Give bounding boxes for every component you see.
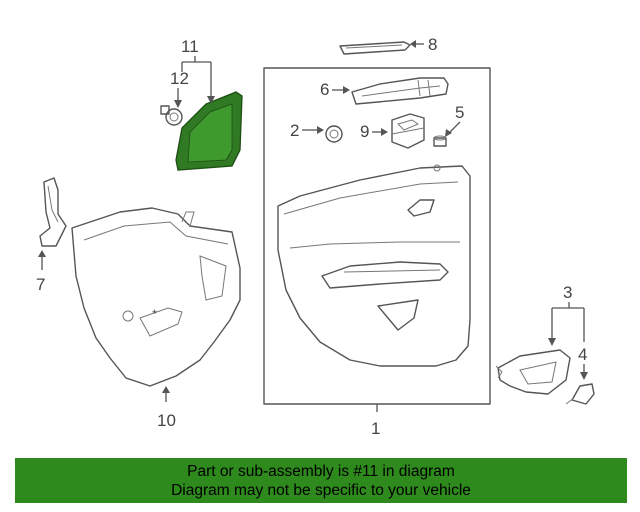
callout-12: 12 [170, 69, 189, 108]
parts-diagram: 11 12 8 1 [36, 35, 595, 438]
callout-label-4: 4 [578, 345, 587, 364]
callout-label-7: 7 [36, 275, 45, 294]
callout-label-9: 9 [360, 122, 369, 141]
part-3-door-handle[interactable] [495, 349, 571, 395]
callout-11: 11 [181, 37, 215, 104]
part-4-cap[interactable] [565, 383, 595, 405]
banner-line-2: Diagram may not be specific to your vehi… [171, 482, 471, 499]
callout-label-3: 3 [563, 283, 572, 302]
info-banner: Part or sub-assembly is #11 in diagram D… [15, 458, 627, 503]
callout-label-1: 1 [371, 419, 380, 438]
callout-3: 3 [548, 283, 585, 346]
callout-label-5: 5 [455, 103, 464, 122]
callout-9: 9 [360, 122, 388, 141]
part-5-plug[interactable] [433, 135, 447, 147]
part-12-fastener[interactable] [160, 105, 183, 126]
banner-line-1: Part or sub-assembly is #11 in diagram [187, 463, 455, 480]
callout-label-6: 6 [320, 80, 329, 99]
part-10-water-deflector[interactable]: * [71, 207, 241, 387]
part-7-bracket[interactable] [39, 177, 67, 247]
callout-7: 7 [36, 250, 46, 294]
callout-label-10: 10 [157, 411, 176, 430]
part-2-clip[interactable] [325, 125, 343, 143]
svg-text:*: * [152, 307, 157, 321]
callout-8: 8 [410, 35, 437, 54]
callout-6: 6 [320, 80, 350, 99]
part-8-trim-strip[interactable] [339, 41, 411, 55]
callout-label-8: 8 [428, 35, 437, 54]
callout-label-11: 11 [181, 37, 199, 56]
part-9-window-switch[interactable] [391, 113, 425, 149]
callout-label-12: 12 [170, 69, 189, 88]
callout-label-2: 2 [290, 121, 299, 140]
callout-1: 1 [371, 404, 380, 438]
callout-4: 4 [578, 345, 588, 380]
part-11-trim-panel[interactable] [175, 91, 243, 171]
part-6-handle-bezel[interactable] [351, 77, 449, 105]
callout-5: 5 [445, 103, 464, 137]
callout-10: 10 [157, 386, 176, 430]
callout-2: 2 [290, 121, 324, 140]
